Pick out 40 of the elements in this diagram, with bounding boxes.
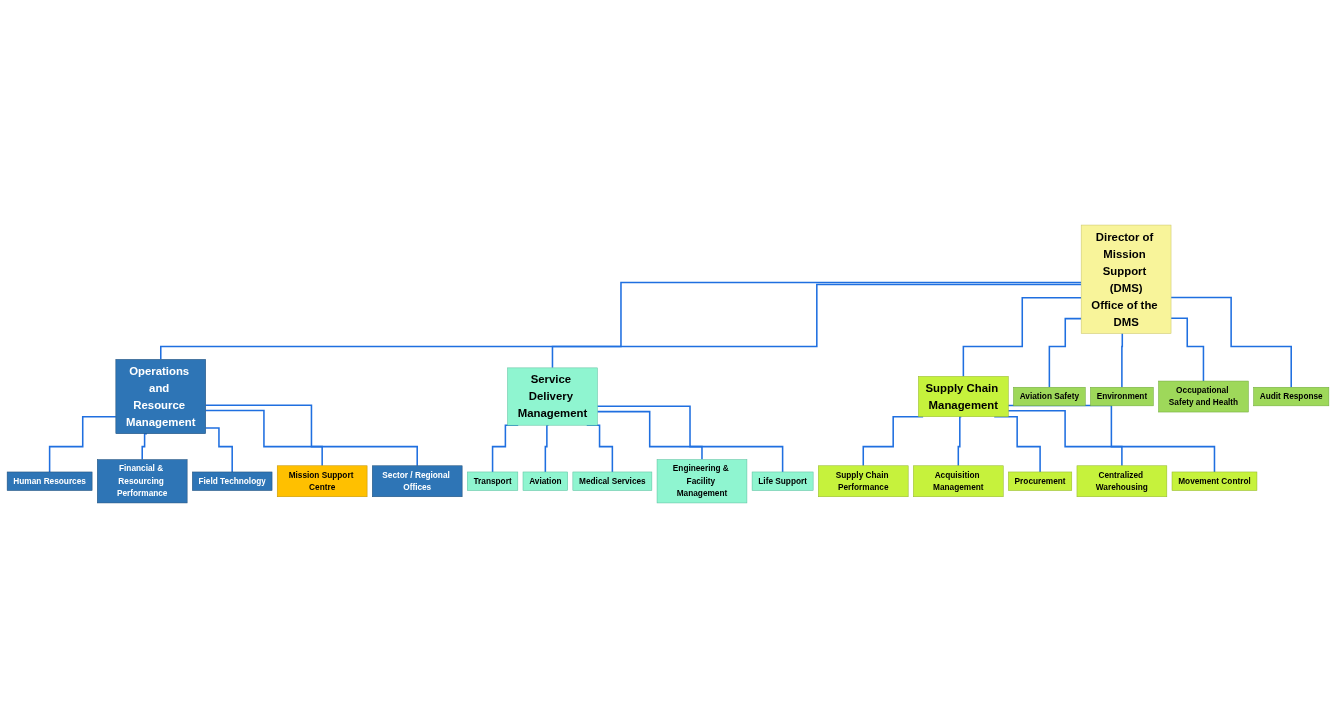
- connector: [551, 283, 1082, 369]
- node-box: Aviation Safety: [1013, 386, 1086, 406]
- connector: [1121, 332, 1124, 388]
- connector: [544, 423, 550, 473]
- node-box: Engineering & Facility Management: [656, 458, 748, 503]
- connector: [141, 432, 148, 460]
- node-box: Operations and Resource Management: [115, 358, 206, 434]
- connector: [160, 281, 1082, 360]
- connector: [596, 405, 784, 473]
- connector: [596, 410, 703, 460]
- node-box: Supply Chain Management: [918, 375, 1009, 417]
- node-box: Mission Support Centre: [276, 465, 368, 497]
- connector: [957, 415, 963, 467]
- node-box: Sector / Regional Offices: [372, 465, 463, 497]
- node-box: Human Resources: [6, 471, 93, 491]
- connector: [1170, 296, 1292, 388]
- node-box: Environment: [1090, 386, 1154, 406]
- connector: [204, 409, 323, 467]
- node-box: Audit Response: [1253, 386, 1330, 406]
- node-box: Centralized Warehousing: [1076, 465, 1168, 497]
- connector: [204, 426, 233, 473]
- node-box: Transport: [467, 471, 519, 491]
- node-box: Medical Services: [572, 471, 653, 491]
- node-box: Aviation: [522, 471, 568, 491]
- node-box: Occupational Safety and Health: [1158, 380, 1249, 412]
- node-box: Procurement: [1008, 471, 1073, 491]
- node-box: Director of Mission Support (DMS) Office of the DMS: [1080, 224, 1172, 334]
- connector: [48, 415, 117, 473]
- connector: [1048, 317, 1082, 388]
- node-box: Field Technology: [192, 471, 273, 491]
- connector: [1007, 409, 1123, 467]
- connector: [962, 296, 1082, 377]
- connector: [1170, 317, 1205, 382]
- node-box: Service Delivery Management: [507, 367, 598, 425]
- node-box: Supply Chain Performance: [818, 465, 909, 497]
- connector: [204, 404, 418, 467]
- node-box: Movement Control: [1171, 471, 1258, 491]
- node-box: Life Support: [751, 471, 814, 491]
- node-box: Acquisition Management: [913, 465, 1004, 497]
- node-box: Financial & Resourcing Performance: [97, 458, 188, 503]
